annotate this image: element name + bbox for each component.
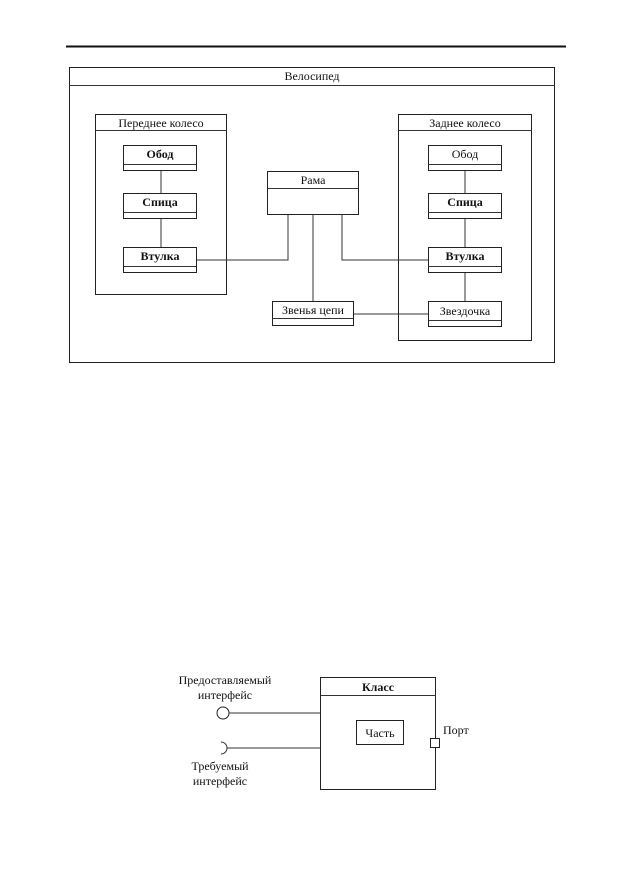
port-square	[430, 738, 440, 748]
front-hub-label: Втулка	[141, 249, 180, 263]
front-rim-box	[123, 145, 197, 171]
required-interface-label-line1: Требуемый	[191, 759, 249, 773]
required-interface-label-line2: интерфейс	[193, 774, 247, 788]
rear-spoke-box	[428, 193, 502, 219]
front-hub-box	[123, 247, 197, 273]
front-rim-label: Обод	[147, 147, 174, 161]
rear-rim-label: Обод	[452, 147, 479, 161]
frame-rear-hub-link	[341, 215, 428, 261]
rear-spoke-label: Спица	[447, 195, 482, 209]
part-label: Часть	[365, 726, 395, 740]
provided-interface-label-line2: интерфейс	[198, 688, 252, 702]
port-label: Порт	[443, 723, 470, 737]
front-hub-frame-link	[197, 215, 289, 261]
front-spoke-label: Спица	[142, 195, 177, 209]
frame-part-box	[267, 171, 359, 215]
required-interface-socket	[220, 741, 228, 755]
bicycle-diagram: Велосипед Переднее колесо Обод Спица Вту…	[69, 67, 555, 363]
class-notation-diagram: Класс Часть Порт Предоставляемый интерфе…	[179, 673, 470, 790]
frame-part-label: Рама	[301, 173, 327, 187]
rear-wheel-title: Заднее колесо	[429, 116, 501, 130]
chain-links-box	[272, 301, 354, 326]
rear-wheel: Заднее колесо Обод Спица Втулка Звездочк…	[398, 114, 532, 341]
rear-sprocket-label: Звездочка	[440, 304, 491, 318]
front-wheel: Переднее колесо Обод Спица Втулка	[95, 114, 227, 295]
front-spoke-box	[123, 193, 197, 219]
bicycle-title: Велосипед	[284, 69, 339, 83]
provided-interface-lollipop	[216, 706, 230, 720]
rear-rim-box	[428, 145, 502, 171]
provided-interface-label-line1: Предоставляемый	[179, 673, 272, 687]
class-label: Класс	[362, 680, 395, 694]
rear-hub-label: Втулка	[446, 249, 485, 263]
rear-hub-box	[428, 247, 502, 273]
front-wheel-title: Переднее колесо	[118, 116, 203, 130]
part-box	[356, 720, 404, 745]
chain-links-label: Звенья цепи	[282, 303, 345, 317]
rear-sprocket-box	[428, 301, 502, 327]
